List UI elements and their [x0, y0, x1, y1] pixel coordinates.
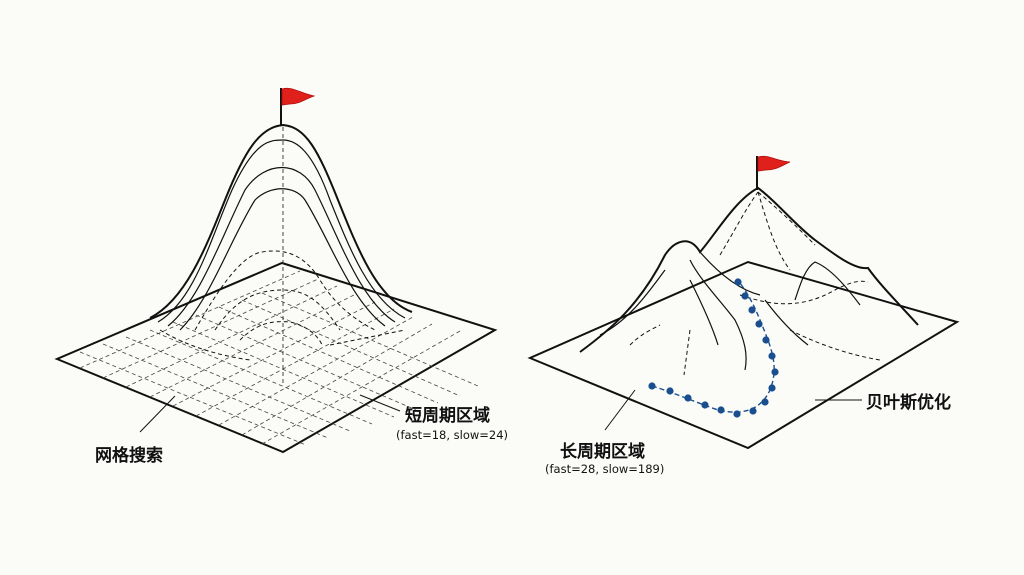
- path-point: [771, 368, 779, 376]
- path-point: [749, 407, 757, 415]
- path-point: [717, 406, 725, 414]
- short-period-params-label: (fast=18, slow=24): [396, 428, 509, 442]
- bayesian-search-path: [648, 278, 779, 418]
- long-period-region-label: 长周期区域: [560, 442, 645, 462]
- left-grid: [79, 270, 479, 446]
- short-period-region-label: 短周期区域: [405, 406, 490, 426]
- path-point: [761, 398, 769, 406]
- grid-search-label: 网格搜索: [95, 446, 163, 466]
- right-summit-flag-icon: [756, 155, 791, 190]
- path-point: [733, 410, 741, 418]
- bayesian-optimization-label: 贝叶斯优化: [866, 393, 951, 413]
- right-base-plane: [527, 260, 960, 450]
- long-period-params-label: (fast=28, slow=189): [545, 462, 665, 476]
- grid-search-diagram: [54, 87, 498, 454]
- path-point: [666, 387, 674, 395]
- path-point: [648, 382, 656, 390]
- path-point: [741, 292, 749, 300]
- left-base-plane: [54, 261, 498, 454]
- path-point: [755, 320, 763, 328]
- left-peak-surface: [149, 123, 413, 361]
- left-summit-flag-icon: [280, 87, 316, 126]
- left-region-leader: [359, 394, 401, 412]
- left-method-leader: [139, 395, 176, 433]
- right-region-leader: [604, 389, 636, 431]
- path-point: [734, 278, 742, 286]
- path-point: [748, 306, 756, 314]
- path-point: [768, 352, 776, 360]
- path-point: [701, 401, 709, 409]
- path-point: [768, 384, 776, 392]
- path-point: [762, 336, 770, 344]
- path-point: [684, 394, 692, 402]
- bayesian-optimization-diagram: [527, 155, 960, 450]
- right-mountain-surface: [579, 186, 919, 376]
